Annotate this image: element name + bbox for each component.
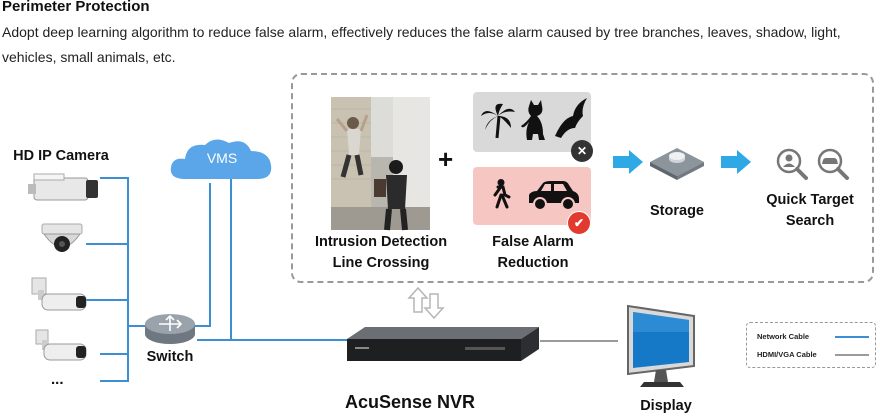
storage-label: Storage	[650, 203, 704, 219]
bird-icon	[555, 98, 587, 138]
vms-cloud-icon	[170, 139, 272, 179]
legend-hdmi-cable-swatch	[835, 354, 869, 356]
accept-badge: ✔	[567, 211, 591, 235]
reject-badge: ✕	[571, 140, 593, 162]
person-search-icon	[776, 148, 808, 180]
camera-bus-line	[100, 177, 129, 382]
intrusion-label-line2: Line Crossing	[332, 255, 430, 271]
nvr-device-icon	[347, 327, 539, 361]
camera-label: HD IP Camera	[13, 148, 109, 164]
display-monitor-icon	[627, 304, 695, 387]
legend-hdmi-cable-label: HDMI/VGA Cable	[757, 350, 817, 359]
false-trigger-panel	[473, 92, 591, 152]
vms-to-switch-line	[203, 165, 232, 341]
search-label-line1: Quick Target	[766, 192, 854, 208]
legend: Network Cable HDMI/VGA Cable	[746, 322, 876, 368]
palm-tree-icon	[481, 103, 515, 139]
dome-camera-icon	[41, 223, 83, 252]
more-cameras-ellipsis: ...	[51, 371, 64, 388]
box-camera-icon	[28, 173, 98, 201]
vms-label: VMS	[206, 150, 238, 166]
page-description: Adopt deep learning algorithm to reduce …	[2, 24, 841, 65]
storage-icon	[650, 148, 704, 180]
switch-to-vms-line	[195, 183, 211, 327]
plus-sign: +	[438, 144, 454, 174]
intrusion-photo	[331, 97, 430, 231]
switch-label: Switch	[146, 349, 194, 365]
intrusion-label: Intrusion Detection Line Crossing	[304, 232, 458, 274]
page-title: Perimeter Protection	[2, 0, 150, 15]
switch-icon	[145, 314, 195, 344]
up-down-arrows-icon	[407, 286, 445, 320]
search-label-line2: Search	[785, 213, 835, 229]
false-alarm-label-line1: False Alarm	[492, 234, 574, 250]
bullet-camera-2-icon	[35, 329, 87, 361]
cat-icon	[521, 100, 545, 140]
legend-network-cable-label: Network Cable	[757, 332, 810, 341]
vehicle-search-icon	[817, 148, 849, 180]
search-label: Quick Target Search	[755, 190, 865, 232]
nvr-label: AcuSense NVR	[345, 392, 476, 412]
feature-box	[291, 73, 874, 283]
arrow-right-icon	[721, 150, 751, 174]
walking-person-icon	[493, 179, 511, 209]
display-label: Display	[640, 398, 692, 414]
false-alarm-label: False Alarm Reduction	[465, 232, 601, 274]
false-alarm-label-line2: Reduction	[497, 255, 569, 271]
arrow-right-icon	[613, 150, 643, 174]
legend-network-cable-swatch	[835, 336, 869, 338]
intrusion-label-line1: Intrusion Detection	[314, 234, 448, 250]
car-icon	[529, 181, 579, 211]
bullet-camera-icon	[31, 277, 87, 311]
